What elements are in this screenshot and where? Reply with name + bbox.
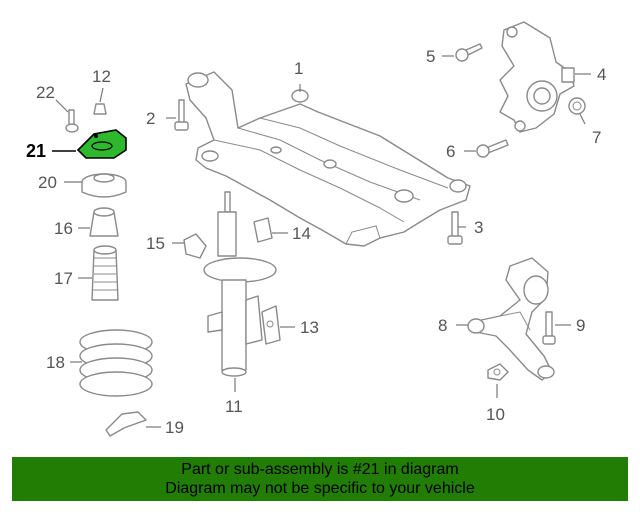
callout-8: 8 (438, 316, 447, 335)
bolt-part-22 (65, 109, 79, 133)
bolt-part-6 (476, 139, 509, 158)
dust-boot-part-17 (91, 245, 119, 301)
parts-diagram: 1 2 3 4 5 6 7 8 9 10 11 12 13 14 15 16 1… (26, 21, 606, 437)
callout-22: 22 (36, 83, 55, 102)
callout-20: 20 (38, 173, 57, 192)
callout-3: 3 (474, 218, 483, 237)
callout-1: 1 (294, 59, 303, 78)
leader-lines (52, 55, 591, 428)
callout-11: 11 (225, 397, 243, 416)
subframe (185, 71, 471, 247)
bracket-part-13 (261, 305, 281, 345)
callout-18: 18 (46, 353, 65, 372)
nut-part-12 (93, 103, 107, 115)
bracket-part-10 (487, 363, 509, 381)
banner-line-2: Diagram may not be specific to your vehi… (165, 480, 475, 497)
callout-13: 13 (300, 318, 319, 337)
callout-17: 17 (54, 269, 73, 288)
callout-9: 9 (576, 316, 585, 335)
bearing-part-20 (81, 173, 127, 198)
bolt-part-9 (542, 311, 556, 345)
bump-stop-part-16 (89, 207, 119, 237)
callout-5: 5 (426, 47, 435, 66)
bolt-part-3 (447, 211, 463, 245)
nut-part-7 (568, 97, 586, 115)
strut-mount-highlighted (76, 129, 127, 159)
seat-part-19 (105, 411, 147, 437)
callout-14: 14 (292, 224, 311, 243)
strut-assembly (203, 191, 277, 377)
coil-spring-part-18 (79, 329, 153, 397)
clip-part-15 (183, 233, 207, 259)
clip-part-14 (253, 217, 273, 243)
callout-12: 12 (92, 67, 111, 86)
callout-7: 7 (592, 128, 601, 147)
callout-16: 16 (54, 219, 73, 238)
lower-control-arm (467, 257, 555, 381)
callout-2: 2 (146, 109, 155, 128)
callout-21-highlighted: 21 (26, 141, 46, 161)
callout-19: 19 (165, 418, 184, 437)
bolt-part-5 (455, 43, 483, 62)
banner-line-1: Part or sub-assembly is #21 in diagram (181, 461, 459, 478)
steering-knuckle (499, 21, 575, 133)
bolt-part-2 (174, 99, 189, 131)
info-banner: Part or sub-assembly is #21 in diagram D… (12, 457, 628, 501)
callout-15: 15 (146, 234, 165, 253)
callout-4: 4 (597, 65, 606, 84)
callout-6: 6 (446, 142, 455, 161)
callout-10: 10 (486, 405, 505, 424)
